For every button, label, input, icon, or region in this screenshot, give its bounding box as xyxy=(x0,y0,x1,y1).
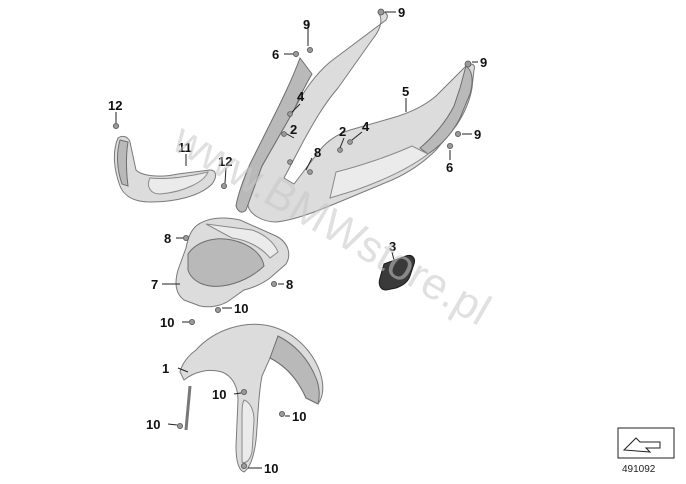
callout-8-cover-right: 8 xyxy=(286,277,293,292)
callout-9-left: 9 xyxy=(303,17,310,32)
screw-10-fender-d xyxy=(240,462,247,469)
part-7-inner-cover xyxy=(175,217,290,308)
screw-10-fender-a xyxy=(240,388,247,395)
leader-lines xyxy=(115,11,478,469)
callout-10-fender-d: 10 xyxy=(264,461,278,476)
part-3-trim-insert xyxy=(378,255,415,291)
callout-8-mid: 8 xyxy=(314,145,321,160)
callout-5: 5 xyxy=(402,84,409,99)
clip-8-left xyxy=(287,159,293,165)
callout-10-cover: 10 xyxy=(160,315,174,330)
screw-10-cover-b xyxy=(214,306,221,313)
screw-9-top xyxy=(377,8,385,16)
callout-10-cover-b: 10 xyxy=(234,301,248,316)
callout-9-right: 9 xyxy=(474,127,481,142)
callout-12-left: 12 xyxy=(108,98,122,113)
callout-1: 1 xyxy=(162,361,169,376)
callout-6-left: 6 xyxy=(272,47,279,62)
screw-9-right-top xyxy=(464,60,472,68)
part-5-side-panel xyxy=(235,11,475,223)
callout-3: 3 xyxy=(389,239,396,254)
callout-12-right: 12 xyxy=(218,154,232,169)
callout-4-right: 4 xyxy=(362,119,370,134)
screw-6-right xyxy=(446,142,453,149)
callout-10-fender-b: 10 xyxy=(292,409,306,424)
callout-2-right: 2 xyxy=(339,124,346,139)
clip-4-left xyxy=(287,111,293,117)
clip-2-right xyxy=(337,147,343,153)
callout-9-top: 9 xyxy=(398,5,405,20)
part-11-beak-cover xyxy=(113,135,217,203)
screw-10-fender-c xyxy=(176,422,183,429)
screw-12-right xyxy=(220,182,227,189)
screw-10-fender-b xyxy=(278,410,285,417)
callout-7: 7 xyxy=(151,277,158,292)
clip-4-right xyxy=(347,139,353,145)
screw-10-cover xyxy=(188,318,195,325)
callout-9-right-top: 9 xyxy=(480,55,487,70)
callout-2-left: 2 xyxy=(290,122,297,137)
callout-4-left: 4 xyxy=(297,89,305,104)
screw-9-right xyxy=(454,130,461,137)
clip-8-right xyxy=(307,169,313,175)
screw-8-cover-right xyxy=(270,280,277,287)
screw-6-left xyxy=(292,51,299,58)
callout-11: 11 xyxy=(178,140,192,155)
clip-2-left xyxy=(281,131,287,137)
callout-10-fender-c: 10 xyxy=(146,417,160,432)
diagram-ref-number: 491092 xyxy=(622,464,656,475)
fasteners xyxy=(113,8,472,469)
arrow-icon xyxy=(622,437,661,453)
part-1-front-fender xyxy=(179,323,324,473)
screw-9-left xyxy=(306,47,313,54)
callout-labels: 9 9 6 9 5 4 12 2 2 4 9 11 8 12 6 8 3 7 8… xyxy=(108,5,487,476)
screw-12-left xyxy=(113,123,120,130)
callout-6-right: 6 xyxy=(446,160,453,175)
callout-8-cover-left: 8 xyxy=(164,231,171,246)
diagram-reference-box: 491092 xyxy=(617,427,675,475)
callout-10-fender-a: 10 xyxy=(212,387,226,402)
screw-8-cover-left xyxy=(182,234,189,241)
